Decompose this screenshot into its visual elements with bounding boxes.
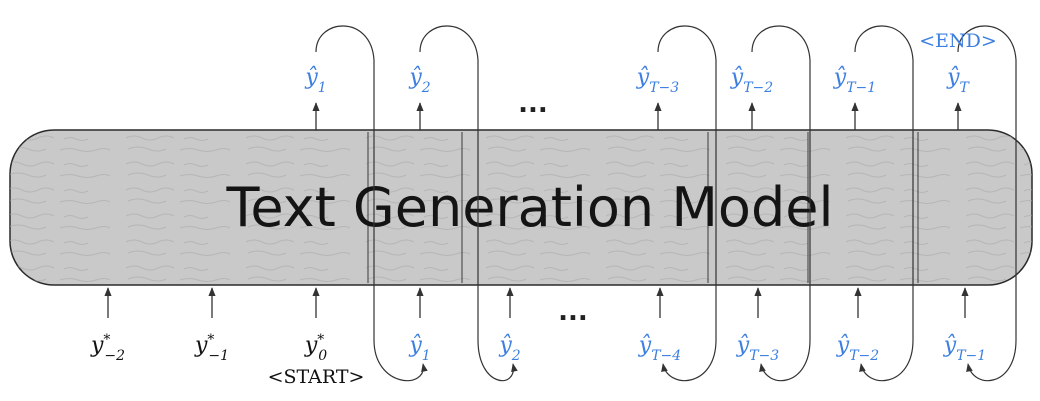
output-label: ŷT−3 — [636, 65, 680, 96]
input-label: y*0 — [304, 332, 327, 364]
top-ellipsis: ... — [518, 89, 548, 119]
output-label: ŷT−1 — [833, 65, 876, 96]
input-label: ŷ2 — [498, 333, 520, 364]
output-label: ŷ2 — [408, 65, 430, 96]
feedback-loop — [854, 25, 914, 382]
bottom-ellipsis: ... — [558, 297, 588, 327]
input-label: ŷT−3 — [736, 333, 780, 364]
output-label: ŷ1 — [304, 65, 326, 96]
input-label: ŷT−4 — [638, 333, 681, 364]
feedback-loop — [751, 25, 811, 382]
model-title: Text Generation Model — [226, 176, 834, 239]
output-label: ŷT−2 — [730, 65, 774, 96]
model-box — [9, 129, 1033, 286]
output-labels: ŷ1 ŷ2 ŷT−3 ŷT−2 ŷT−1 ŷT — [304, 65, 970, 96]
input-label: ŷ1 — [408, 333, 430, 364]
input-label: y*−1 — [194, 332, 229, 364]
feedback-loops — [315, 25, 1017, 382]
feedback-loop — [957, 25, 1017, 382]
input-labels: y*−2 y*−1 y*0 ŷ1 ŷ2 ŷT−4 ŷT−3 ŷT−2 ŷT−1 — [90, 332, 986, 364]
feedback-loop — [657, 25, 717, 382]
feedback-loop — [419, 25, 518, 382]
feedback-loop — [315, 25, 428, 382]
input-label: y*−2 — [90, 332, 125, 364]
input-label: ŷT−2 — [836, 333, 880, 364]
step-dividers — [367, 132, 919, 283]
end-token: <END> — [919, 30, 997, 52]
input-label: ŷT−1 — [943, 333, 986, 364]
start-token: <START> — [268, 366, 365, 388]
output-label: ŷT — [946, 65, 970, 96]
arrows — [104, 102, 969, 318]
